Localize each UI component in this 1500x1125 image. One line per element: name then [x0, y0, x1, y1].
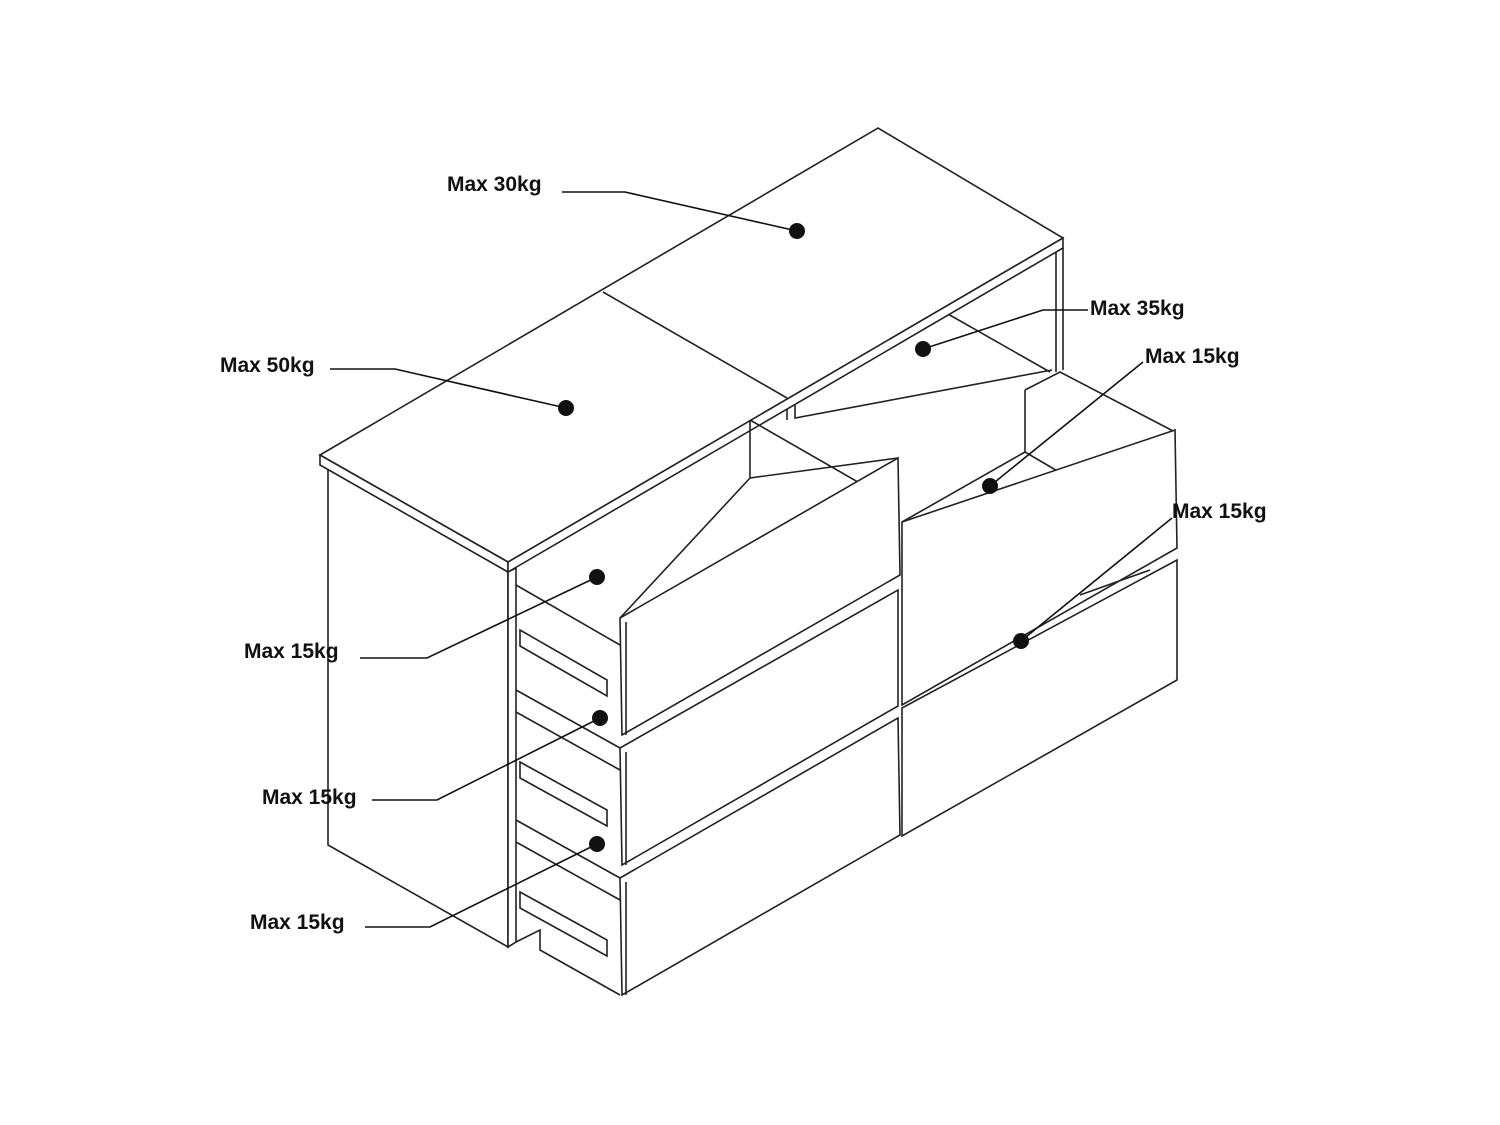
label-open-shelf: Max 35kg: [1090, 297, 1185, 320]
callout-line-left-drawer-3: [365, 843, 598, 928]
top-divider: [602, 291, 788, 399]
label-right-drawer-top: Max 15kg: [1145, 345, 1240, 368]
label-top-back: Max 30kg: [447, 173, 542, 196]
callout-line-top-back: [562, 191, 798, 232]
shelf-interior: [947, 313, 1051, 373]
left-drawer-1: [515, 456, 901, 737]
label-right-drawer-bottom: Max 15kg: [1172, 500, 1267, 523]
label-top-front: Max 50kg: [220, 354, 315, 377]
label-left-drawer-2: Max 15kg: [262, 786, 357, 809]
callout-line-top-front: [330, 368, 567, 409]
plinth: [515, 928, 621, 996]
label-left-drawer-3: Max 15kg: [250, 911, 345, 934]
right-drawer-bottom-front: [901, 558, 1178, 838]
callout-line-open-shelf: [922, 309, 1088, 350]
label-left-drawer-1: Max 15kg: [244, 640, 339, 663]
callout-line-right-drawer-bottom: [1020, 517, 1173, 642]
left-drawer-2: [515, 588, 899, 867]
callout-line-left-drawer-2: [372, 717, 601, 801]
left-panel-edge: [507, 566, 517, 949]
left-compartment: [749, 420, 899, 479]
right-drawer-top-front: [901, 428, 1178, 707]
left-drawer-3: [515, 716, 901, 997]
callout-dots: [558, 223, 1029, 852]
top-surface: [318, 127, 1065, 563]
callout-line-left-drawer-1: [360, 576, 598, 659]
callout-line-right-drawer-top: [989, 361, 1144, 487]
